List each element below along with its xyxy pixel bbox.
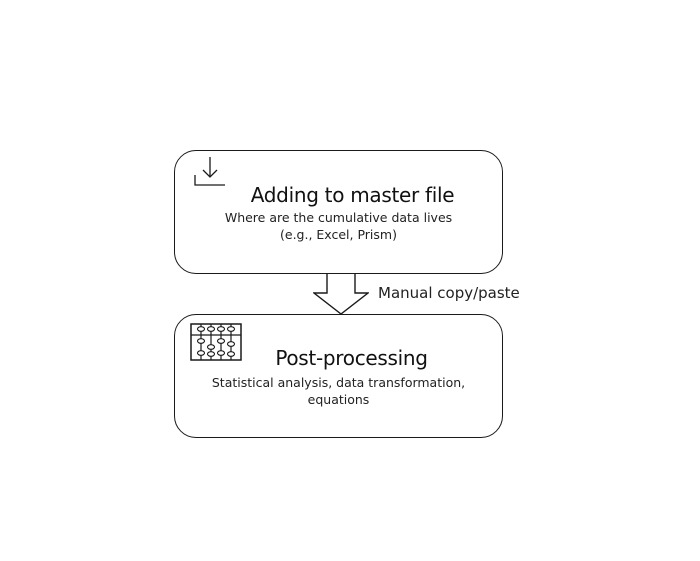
master-file-description: Where are the cumulative data lives (e.g… <box>175 209 502 243</box>
abacus-icon <box>190 323 242 365</box>
down-arrow <box>313 274 369 315</box>
post-processing-title: Post-processing <box>275 346 428 370</box>
download-icon <box>194 155 226 191</box>
master-file-title: Adding to master file <box>250 183 455 207</box>
master-file-description-line-1: Where are the cumulative data lives <box>224 210 453 225</box>
post-processing-node: Post-processing Statistical analysis, da… <box>174 314 503 438</box>
edge-label: Manual copy/paste <box>378 284 520 302</box>
master-file-description-line-2: (e.g., Excel, Prism) <box>280 227 397 242</box>
post-processing-description-line-2: equations <box>307 392 370 407</box>
master-file-node: Adding to master file Where are the cumu… <box>174 150 503 274</box>
post-processing-description: Statistical analysis, data transformatio… <box>175 374 502 408</box>
post-processing-description-line-1: Statistical analysis, data transformatio… <box>211 375 466 390</box>
